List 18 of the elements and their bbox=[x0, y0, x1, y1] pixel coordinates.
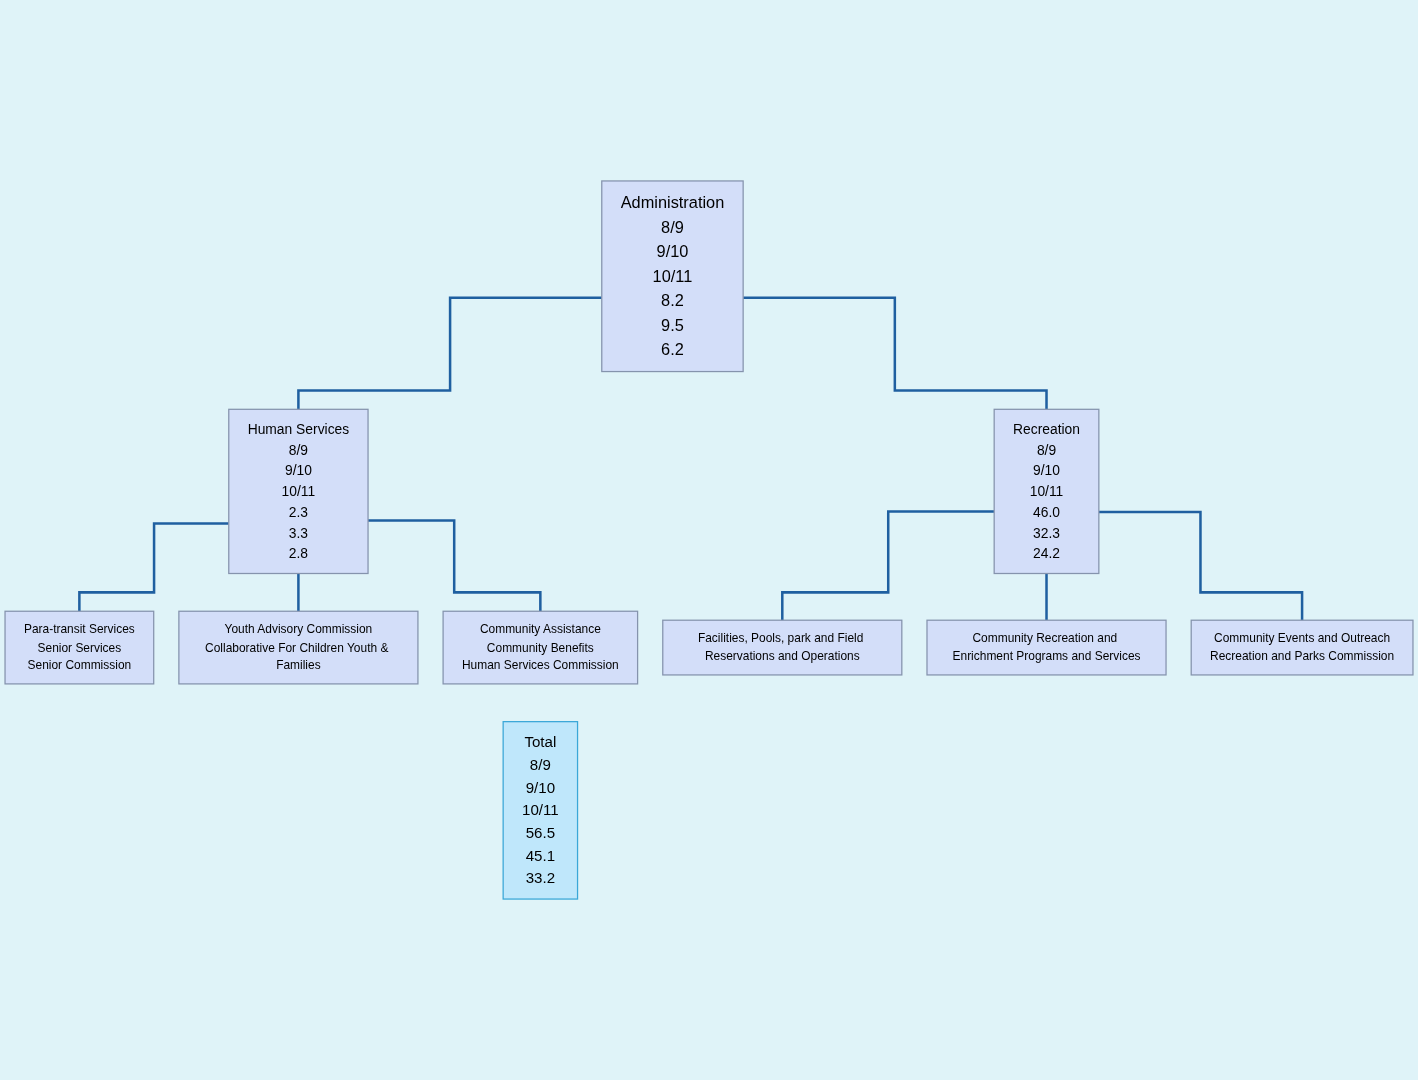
node-box: Total 8/9 9/10 10/11 56.5 45.1 33.2 bbox=[502, 721, 579, 900]
connector bbox=[781, 510, 995, 622]
node-box: Youth Advisory Commission Collaborative For Children Youth & Families bbox=[178, 610, 419, 685]
connector bbox=[1098, 510, 1304, 622]
connector bbox=[297, 296, 602, 411]
node-box: Administration 8/9 9/10 10/11 8.2 9.5 6.2 bbox=[601, 180, 744, 373]
node-box: Facilities, Pools, park and Field Reservations and Operations bbox=[662, 619, 903, 676]
node-box: Para-transit Services Senior Services Senior Commission bbox=[4, 610, 155, 685]
node-box: Community Assistance Community Benefits Human Services Commission bbox=[442, 610, 639, 685]
connector bbox=[743, 296, 1048, 411]
node-box: Community Recreation and Enrichment Programs and Services bbox=[926, 619, 1167, 676]
connector bbox=[297, 572, 300, 613]
connector bbox=[368, 519, 542, 613]
connector bbox=[1045, 572, 1048, 622]
node-box: Recreation 8/9 9/10 10/11 46.0 32.3 24.2 bbox=[993, 408, 1100, 575]
node-box: Community Events and Outreach Recreation and Parks Commission bbox=[1190, 619, 1414, 676]
connector bbox=[78, 522, 229, 613]
node-box: Human Services 8/9 9/10 10/11 2.3 3.3 2.8 bbox=[228, 408, 369, 575]
